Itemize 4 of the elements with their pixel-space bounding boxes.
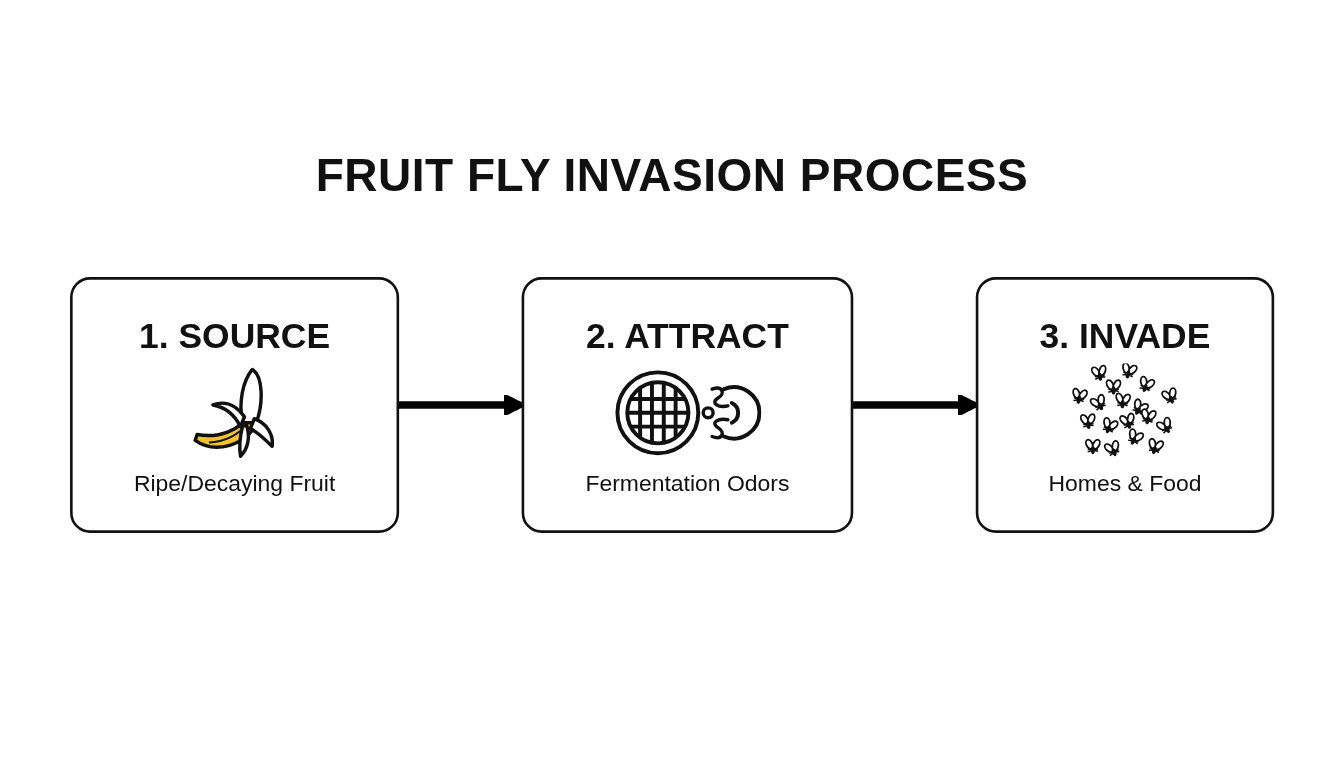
node-box: 2. ATTRACT Fermentation Odors [521,277,854,533]
diagram-title: FRUIT FLY INVASION PROCESS [315,148,1029,203]
node-box: 1. SOURCE Ripe/Decaying Fruit [69,277,400,533]
node-box: 3. INVADE Homes & Food [975,277,1275,533]
